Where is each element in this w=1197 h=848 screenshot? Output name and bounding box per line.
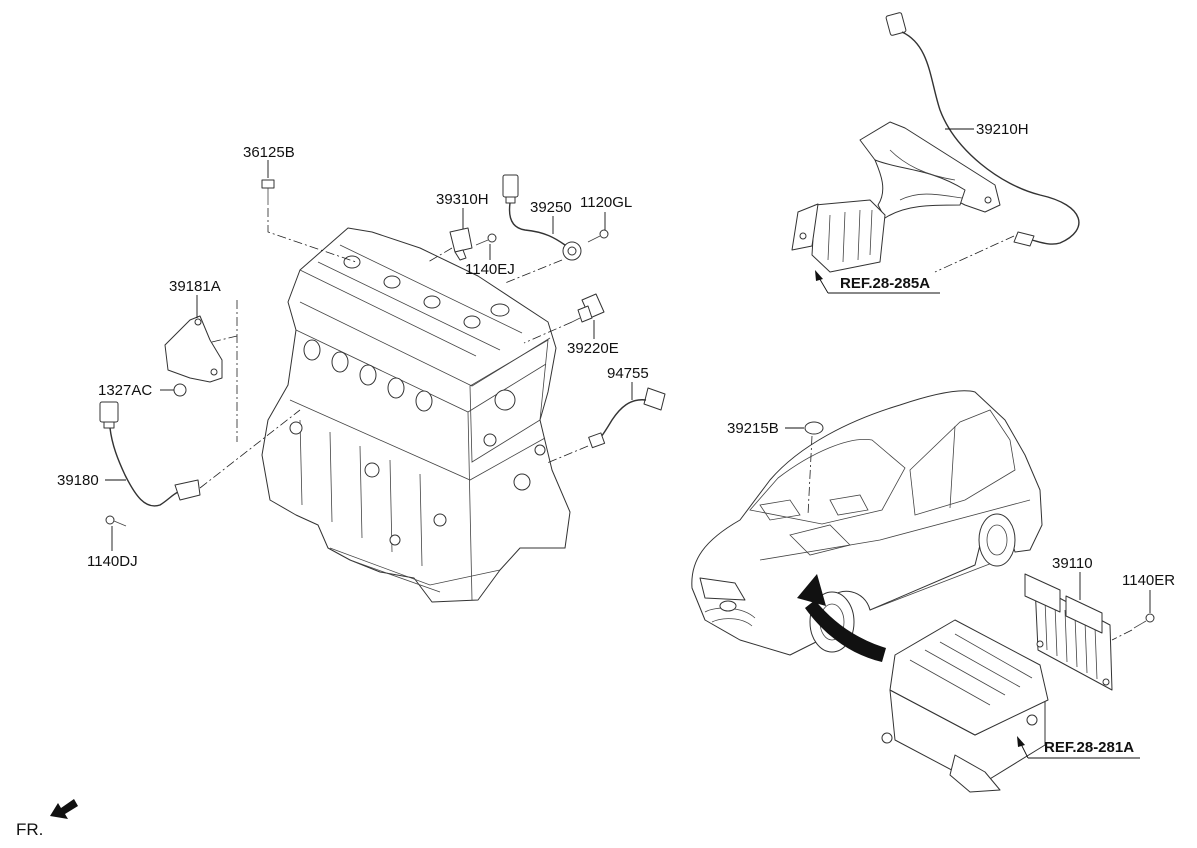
callout-1140er: 1140ER xyxy=(1122,572,1175,589)
manifold-runners xyxy=(874,159,966,219)
oil-pan-line xyxy=(329,547,501,593)
catalytic-converter xyxy=(811,199,886,273)
cylinder-head-ports xyxy=(303,339,433,412)
timing-side-details xyxy=(483,389,546,491)
bolt-1140ej xyxy=(475,233,497,246)
headlight xyxy=(699,577,746,601)
body-side-line xyxy=(759,499,1031,611)
reference-285a: REF.28-285A xyxy=(840,275,930,292)
oil-pressure-switch-94755 xyxy=(588,387,666,449)
coolant-temperature-sensor-39220e xyxy=(571,293,605,323)
engine-bay-components xyxy=(759,494,869,556)
engine-block-ribs xyxy=(289,399,546,601)
timing-side-face xyxy=(469,339,549,463)
callout-1120gl: 1120GL xyxy=(580,194,632,211)
callout-1140ej: 1140EJ xyxy=(465,261,515,278)
engine-block-bosses xyxy=(289,421,447,546)
bolt-1140er xyxy=(1133,613,1155,629)
ref-arrowhead-285a xyxy=(815,270,823,281)
catalyst-heat-shield-ribs xyxy=(827,209,873,263)
leader-dashed-36125b xyxy=(267,208,357,263)
side-windows xyxy=(909,409,1016,516)
callout-36125b: 36125B xyxy=(243,144,295,161)
callout-39210h: 39210H xyxy=(976,121,1029,138)
engine-assembly xyxy=(261,227,571,603)
sensor-bracket-39181a xyxy=(164,315,223,383)
callout-39181a: 39181A xyxy=(169,278,221,295)
brand-logo xyxy=(719,600,737,612)
nut-1327ac xyxy=(173,383,187,397)
catalyst-outlet-flange xyxy=(791,203,819,251)
callout-39220e: 39220E xyxy=(567,340,619,357)
leader-dashed-39220e xyxy=(523,321,573,344)
front-orientation-label: FR. xyxy=(16,820,43,839)
callout-39180: 39180 xyxy=(57,472,99,489)
bolt-36125b xyxy=(261,179,275,205)
engine-block-outline xyxy=(261,227,571,603)
rear-wheel xyxy=(978,513,1016,567)
leader-dashed-39210h xyxy=(934,235,1015,273)
leader-dashed-94755 xyxy=(546,445,589,464)
leader-dashed-39180 xyxy=(199,409,301,489)
camshaft-position-sensor-39310h xyxy=(449,227,473,261)
location-arrow-icon xyxy=(797,574,886,662)
callout-39250: 39250 xyxy=(530,199,572,216)
exhaust-manifold-catalyst xyxy=(791,121,1001,273)
rear-wheel-hub xyxy=(986,524,1008,556)
callout-39310h: 39310H xyxy=(436,191,489,208)
callout-39215b: 39215B xyxy=(727,420,779,437)
callout-1140dj: 1140DJ xyxy=(87,553,138,570)
oxygen-sensor-39210h xyxy=(885,12,1080,247)
callout-1327ac: 1327AC xyxy=(98,382,152,399)
ref-arrowhead-281a xyxy=(1017,736,1025,747)
leader-dashed-39215b xyxy=(807,435,813,516)
reference-281a: REF.28-281A xyxy=(1044,739,1134,756)
flange-bolt-hole xyxy=(984,196,992,204)
leader-dashed-39310h xyxy=(427,247,453,263)
knock-sensor-39250 xyxy=(502,174,582,261)
windshield xyxy=(749,438,906,525)
vehicle-outline xyxy=(691,390,1043,656)
bolt-1140dj xyxy=(105,515,127,527)
crankshaft-position-sensor-39180 xyxy=(99,401,201,507)
flange-bolt-hole xyxy=(799,232,807,240)
callout-39110: 39110 xyxy=(1052,555,1093,572)
ecu-module-39110 xyxy=(1024,573,1113,691)
plug-39215b xyxy=(804,421,824,435)
air-cleaner-assembly xyxy=(881,619,1049,793)
manifold-runner-lines xyxy=(889,149,963,201)
leader-dashed-1140er xyxy=(1111,629,1133,641)
cam-cover-ridge xyxy=(299,244,523,357)
leader-dashed-39250 xyxy=(504,259,563,284)
vehicle-body xyxy=(691,390,1043,656)
bolt-1120gl xyxy=(587,229,609,243)
callout-94755: 94755 xyxy=(607,365,649,382)
leader-dashed-39181a xyxy=(211,300,238,442)
front-arrow-icon xyxy=(50,799,78,819)
